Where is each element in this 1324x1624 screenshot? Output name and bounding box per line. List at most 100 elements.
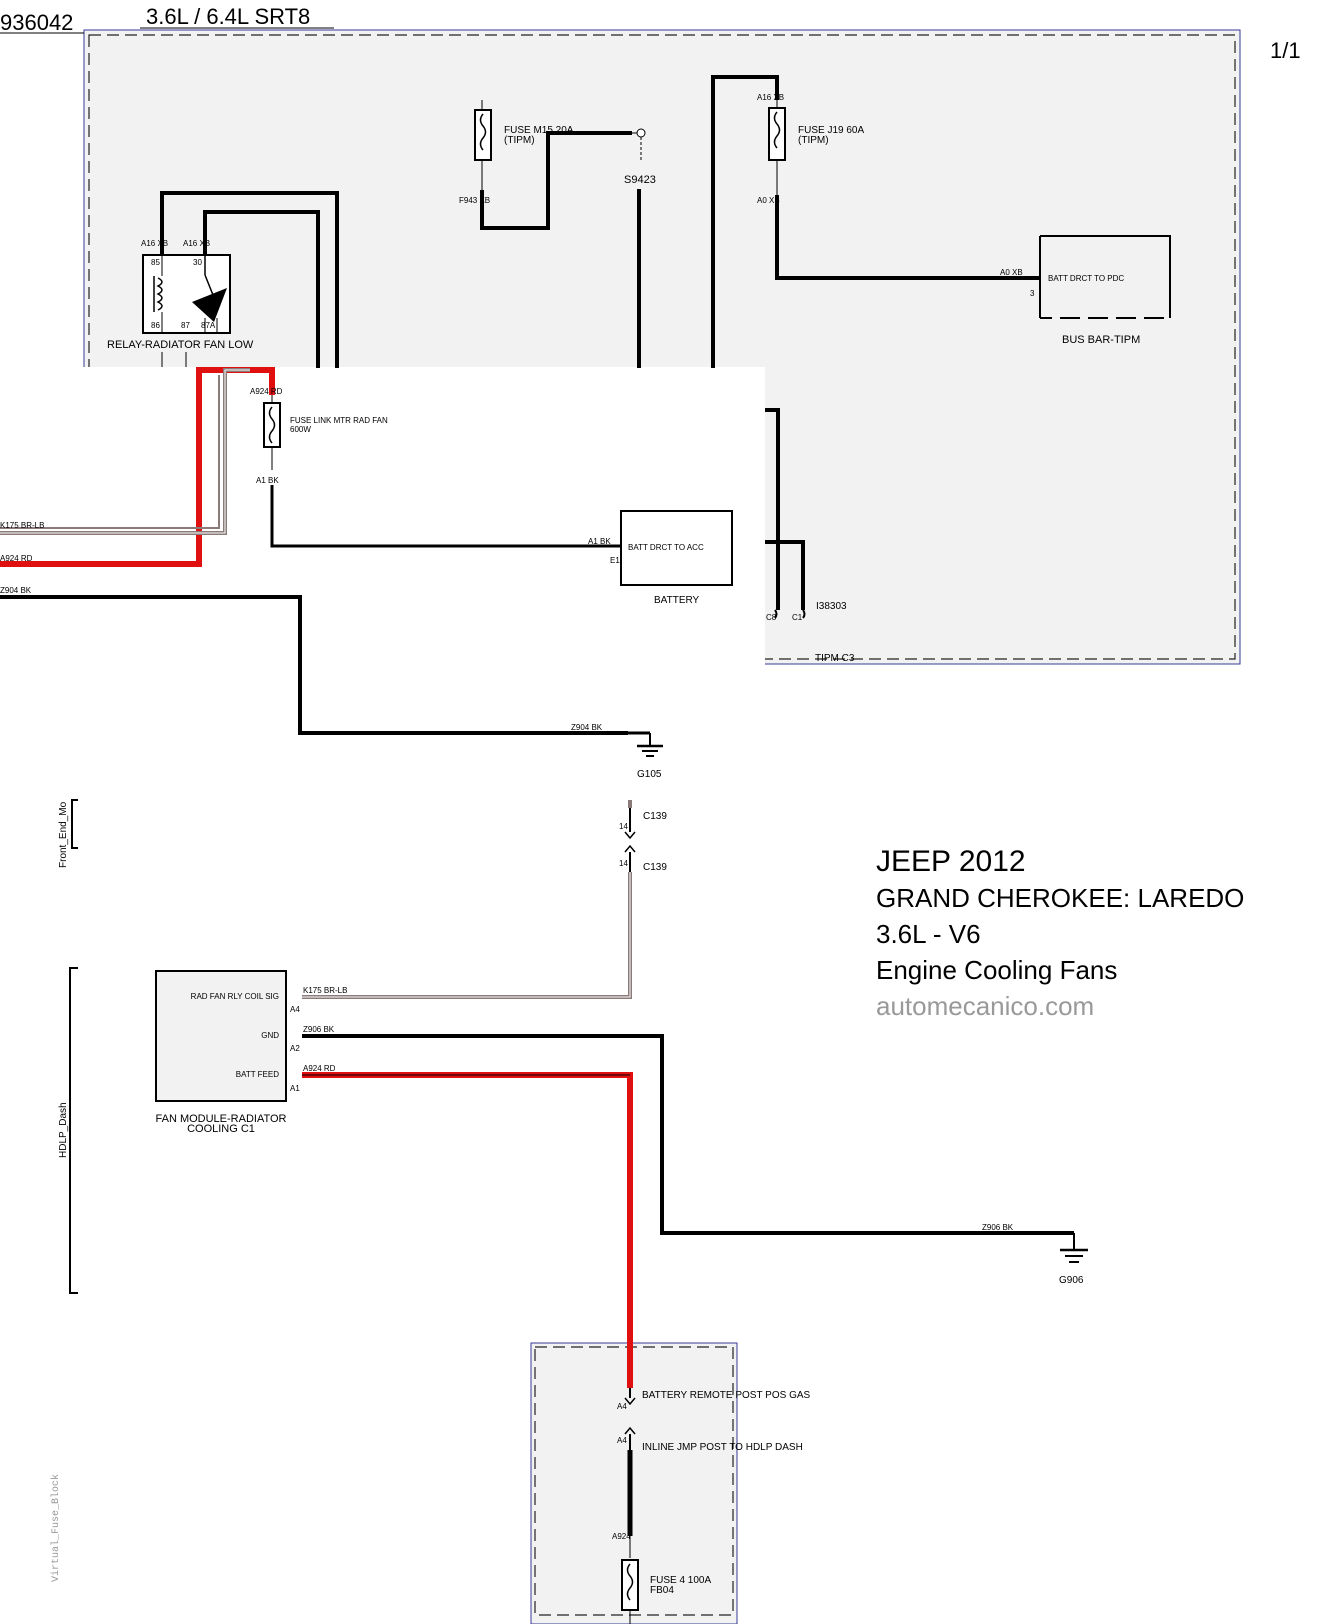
relay-p86: 86 xyxy=(151,321,160,330)
wire-z904-left xyxy=(0,595,628,735)
fan-module-box xyxy=(155,970,287,1102)
fuse-m15 xyxy=(474,100,492,190)
inline-jmp-post: INLINE JMP POST TO HDLP DASH xyxy=(642,1442,803,1453)
bus-bar-inner: BATT DRCT TO PDC xyxy=(1048,274,1124,283)
relay-label: RELAY-RADIATOR FAN LOW xyxy=(107,339,254,351)
front-end-bracket xyxy=(71,799,78,849)
fan-module-a2: A2 xyxy=(290,1044,300,1053)
front-end-zone-label: Front_End_Mo xyxy=(58,801,69,868)
fan-module-feed: BATT FEED xyxy=(236,1070,279,1079)
battery-inner: BATT DRCT TO ACC xyxy=(628,543,704,552)
left-wire-2: A924 RD xyxy=(0,554,33,563)
fan-module-label-2: COOLING C1 xyxy=(187,1123,255,1135)
wire-a924-fan xyxy=(302,1072,633,1388)
relay-p87a: 87A xyxy=(201,321,216,330)
relay-pin-a: A16 XB xyxy=(141,239,168,248)
battery-label: BATTERY xyxy=(654,595,700,606)
bus-bar-pin: A0 XB xyxy=(1000,268,1023,277)
hdlp-bracket xyxy=(69,967,78,1294)
wire-k175-fan xyxy=(302,872,632,999)
c139-label-bottom: C139 xyxy=(643,862,667,873)
hdlp-zone-label: HDLP_Dash xyxy=(58,1102,69,1158)
battery-box xyxy=(620,510,733,586)
fuse-link-pin-top: A924 RD xyxy=(250,387,283,396)
wire-relay-30 xyxy=(203,210,320,368)
relay-radiator-fan-low xyxy=(142,254,231,334)
fuse-j19-pin-top: A16 XB xyxy=(757,93,784,102)
fuse-link-label: FUSE LINK MTR RAD FAN xyxy=(290,416,388,425)
ground-g906-icon xyxy=(1060,1233,1088,1263)
splice-s9423: S9423 xyxy=(624,174,656,186)
c139-pin-bottom: 14 xyxy=(619,859,628,868)
bus-bar-label: BUS BAR-TIPM xyxy=(1062,334,1140,346)
g906-wire: Z906 BK xyxy=(982,1223,1014,1232)
fuse-j19-pin-bottom: A0 XB xyxy=(757,196,780,205)
c139-pin-top: 14 xyxy=(619,822,628,831)
g906-label: G906 xyxy=(1059,1275,1084,1286)
ground-g105-icon xyxy=(637,733,663,757)
fuse-j19-sub: (TIPM) xyxy=(798,135,829,146)
battery-pin: A1 BK xyxy=(588,537,611,546)
i38303-c1: C1 xyxy=(792,613,803,622)
info-system: Engine Cooling Fans xyxy=(876,955,1117,985)
fuse-link-mtr-rad-fan xyxy=(263,395,281,470)
doc-id: 936042 xyxy=(0,10,73,35)
wire-a924-red-left xyxy=(0,367,275,567)
wire-z906 xyxy=(302,1034,1074,1235)
fan-wire-feed: A924 RD xyxy=(303,1064,336,1073)
c139-label-top: C139 xyxy=(643,811,667,822)
fan-module-gnd: GND xyxy=(261,1031,279,1040)
tipm-c3-label: TIPM C3 xyxy=(815,653,855,664)
left-wire-3: Z904 BK xyxy=(0,586,32,595)
fan-module-sig: RAD FAN RLY COIL SIG xyxy=(191,992,279,1001)
relay-p30: 30 xyxy=(193,258,202,267)
engine-variant: 3.6L / 6.4L SRT8 xyxy=(146,4,310,29)
fuse-block-a4-bottom: A4 xyxy=(617,1436,627,1445)
fuse-j19 xyxy=(768,100,786,195)
fuse-m15-label: FUSE M15 20A xyxy=(504,125,574,136)
wire-c1 xyxy=(765,540,805,610)
wire-j19-top xyxy=(711,75,779,368)
fuse-block-a4-top: A4 xyxy=(617,1402,627,1411)
fuse-link-sub: 600W xyxy=(290,425,311,434)
wire-k175-left-inner xyxy=(0,369,250,534)
fan-module-a1: A1 xyxy=(290,1084,300,1093)
fuse-m15-pin: F943 XB xyxy=(459,196,490,205)
wire-relay-85 xyxy=(160,191,339,368)
relay-pin-b: A16 XB xyxy=(183,239,210,248)
connector-c139 xyxy=(624,800,636,872)
fuse-4-sub: FB04 xyxy=(650,1585,674,1596)
connector-i38303 xyxy=(774,609,806,619)
i38303-c8: C8 xyxy=(766,613,777,622)
g105-wire: Z904 BK xyxy=(571,723,603,732)
fan-module-a4: A4 xyxy=(290,1005,300,1014)
battery-remote-post: BATTERY REMOTE POST POS GAS xyxy=(642,1390,811,1401)
bus-bar-tipm xyxy=(1039,235,1171,319)
fuse-block-connector xyxy=(624,1388,636,1558)
fuse-4 xyxy=(621,1559,639,1624)
bus-bar-pin-num: 3 xyxy=(1030,289,1035,298)
info-make-year: JEEP 2012 xyxy=(876,845,1026,878)
fuse-4-label: FUSE 4 100A xyxy=(650,1575,711,1586)
wire-j19-bus xyxy=(775,195,1040,280)
fuse-block-a924: A924 xyxy=(612,1532,631,1541)
relay-p85: 85 xyxy=(151,258,160,267)
left-wire-1: K175 BR-LB xyxy=(0,521,44,530)
g105-label: G105 xyxy=(637,769,662,780)
fan-module-label: FAN MODULE-RADIATOR xyxy=(156,1113,287,1125)
wire-f943 xyxy=(480,131,632,230)
wire-a1-bk xyxy=(270,485,622,548)
info-engine: 3.6L - V6 xyxy=(876,919,981,949)
page-indicator: 1/1 xyxy=(1270,38,1301,63)
fuse-link-pin-bottom: A1 BK xyxy=(256,476,279,485)
relay-p87: 87 xyxy=(181,321,190,330)
i38303-label: I38303 xyxy=(816,601,847,612)
fuse-j19-label: FUSE J19 60A xyxy=(798,125,864,136)
fuse-block-zone-dashed xyxy=(534,1346,734,1616)
wire-k175-left-2 xyxy=(0,375,220,529)
fan-wire-sig: K175 BR-LB xyxy=(303,986,347,995)
battery-pin-num: E1 xyxy=(610,556,620,565)
virtual-fuse-zone-label: Virtual_Fuse_Block xyxy=(50,1474,62,1582)
info-site: automecanico.com xyxy=(876,991,1094,1021)
